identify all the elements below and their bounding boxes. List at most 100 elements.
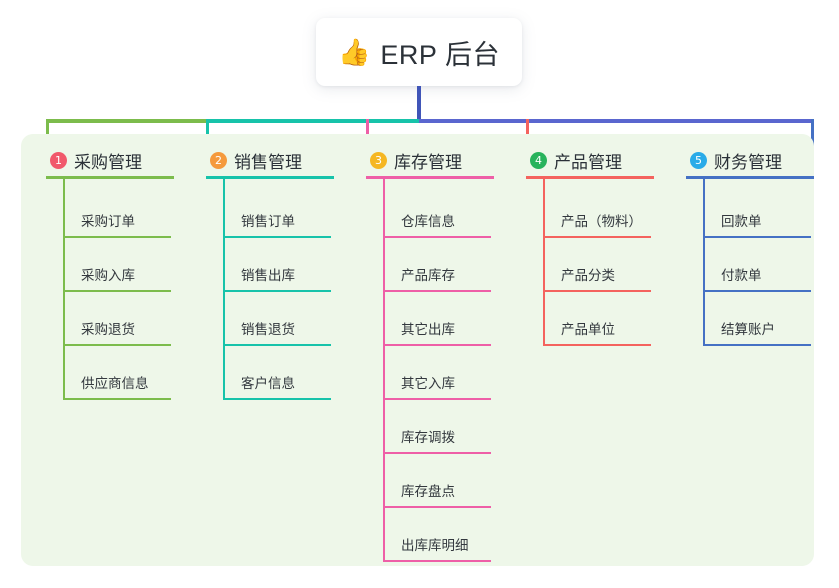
leaf-underline xyxy=(383,236,491,238)
leaf-underline xyxy=(63,398,171,400)
leaf-label: 客户信息 xyxy=(241,376,295,391)
bus-segment-left xyxy=(46,119,206,123)
branch-index-badge: 2 xyxy=(210,151,227,169)
leaf-underline xyxy=(63,236,171,238)
root-node[interactable]: 👍 ERP 后台 xyxy=(316,18,522,86)
leaf-node[interactable]: 销售出库 xyxy=(223,238,331,292)
leaf-node[interactable]: 付款单 xyxy=(703,238,811,292)
leaf-underline xyxy=(63,344,171,346)
leaf-underline xyxy=(383,344,491,346)
branch-underline xyxy=(206,176,334,179)
leaf-node[interactable]: 销售订单 xyxy=(223,184,331,238)
branch-index-badge: 4 xyxy=(530,151,547,169)
leaf-node[interactable]: 产品分类 xyxy=(543,238,651,292)
leaf-underline xyxy=(543,236,651,238)
leaf-label: 其它入库 xyxy=(401,376,455,391)
leaf-label: 产品分类 xyxy=(561,268,615,283)
leaf-underline xyxy=(383,398,491,400)
leaf-node[interactable]: 采购入库 xyxy=(63,238,171,292)
branch-title: 库存管理 xyxy=(394,152,462,172)
branch-underline xyxy=(366,176,494,179)
root-title: ERP 后台 xyxy=(380,39,500,70)
leaf-node[interactable]: 回款单 xyxy=(703,184,811,238)
leaf-label: 产品（物料） xyxy=(561,214,642,229)
leaf-node[interactable]: 结算账户 xyxy=(703,292,811,346)
branch-header[interactable]: 1 采购管理 xyxy=(32,144,188,176)
leaf-node[interactable]: 产品（物料） xyxy=(543,184,651,238)
branch-underline xyxy=(686,176,814,179)
leaf-node[interactable]: 采购订单 xyxy=(63,184,171,238)
leaf-underline xyxy=(223,236,331,238)
leaf-node[interactable]: 产品库存 xyxy=(383,238,491,292)
leaf-label: 库存调拨 xyxy=(401,430,455,445)
branch-column-1: 1 采购管理 采购订单 采购入库 采购退货 供应商信息 xyxy=(32,144,188,400)
branch-column-4: 4 产品管理 产品（物料） 产品分类 产品单位 xyxy=(512,144,668,346)
branch-header[interactable]: 2 销售管理 xyxy=(192,144,348,176)
leaf-label: 产品库存 xyxy=(401,268,455,283)
branch-spine xyxy=(703,177,705,346)
branch-header[interactable]: 3 库存管理 xyxy=(352,144,508,176)
branch-underline xyxy=(46,176,174,179)
leaf-node[interactable]: 客户信息 xyxy=(223,346,331,400)
branch-index-badge: 3 xyxy=(370,151,387,169)
branches-panel xyxy=(21,134,814,566)
branch-column-3: 3 库存管理 仓库信息 产品库存 其它出库 其它入库 xyxy=(352,144,508,562)
leaf-label: 销售出库 xyxy=(241,268,295,283)
branch-column-5: 5 财务管理 回款单 付款单 结算账户 xyxy=(672,144,828,346)
bus-segment-right xyxy=(419,119,814,123)
leaf-node[interactable]: 采购退货 xyxy=(63,292,171,346)
leaf-label: 库存盘点 xyxy=(401,484,455,499)
leaf-underline xyxy=(543,344,651,346)
leaf-underline xyxy=(703,290,811,292)
branch-underline xyxy=(526,176,654,179)
leaf-node[interactable]: 其它出库 xyxy=(383,292,491,346)
leaf-label: 销售退货 xyxy=(241,322,295,337)
leaf-underline xyxy=(383,506,491,508)
leaf-node[interactable]: 库存盘点 xyxy=(383,454,491,508)
leaf-underline xyxy=(703,236,811,238)
leaf-label: 销售订单 xyxy=(241,214,295,229)
leaf-label: 采购订单 xyxy=(81,214,135,229)
leaf-underline xyxy=(703,344,811,346)
leaf-underline xyxy=(223,398,331,400)
leaf-node[interactable]: 其它入库 xyxy=(383,346,491,400)
branch-title: 销售管理 xyxy=(234,152,302,172)
leaf-underline xyxy=(63,290,171,292)
leaf-underline xyxy=(543,290,651,292)
leaf-label: 付款单 xyxy=(721,268,762,283)
leaf-underline xyxy=(223,344,331,346)
leaf-label: 产品单位 xyxy=(561,322,615,337)
branch-spine xyxy=(383,177,385,562)
leaf-node[interactable]: 出库库明细 xyxy=(383,508,491,562)
branch-spine xyxy=(223,177,225,400)
branch-spine xyxy=(543,177,545,346)
leaf-node[interactable]: 销售退货 xyxy=(223,292,331,346)
leaf-node[interactable]: 库存调拨 xyxy=(383,400,491,454)
leaf-label: 仓库信息 xyxy=(401,214,455,229)
branch-spine xyxy=(63,177,65,400)
leaf-node[interactable]: 供应商信息 xyxy=(63,346,171,400)
leaf-label: 供应商信息 xyxy=(81,376,149,391)
leaf-label: 出库库明细 xyxy=(401,538,469,553)
leaf-underline xyxy=(383,560,491,562)
branch-column-2: 2 销售管理 销售订单 销售出库 销售退货 客户信息 xyxy=(192,144,348,400)
branch-index-badge: 5 xyxy=(690,151,707,169)
bus-segment-mid xyxy=(206,119,419,123)
branch-title: 采购管理 xyxy=(74,152,142,172)
leaf-label: 其它出库 xyxy=(401,322,455,337)
branch-drop-5 xyxy=(811,119,814,152)
branch-index-badge: 1 xyxy=(50,151,67,169)
branch-header[interactable]: 4 产品管理 xyxy=(512,144,668,176)
trunk-vertical xyxy=(417,86,421,123)
leaf-label: 采购入库 xyxy=(81,268,135,283)
leaf-underline xyxy=(383,290,491,292)
branch-title: 财务管理 xyxy=(714,152,782,172)
leaf-label: 采购退货 xyxy=(81,322,135,337)
thumbs-up-icon: 👍 xyxy=(338,37,371,67)
branch-header[interactable]: 5 财务管理 xyxy=(672,144,828,176)
leaf-node[interactable]: 产品单位 xyxy=(543,292,651,346)
leaf-node[interactable]: 仓库信息 xyxy=(383,184,491,238)
leaf-label: 回款单 xyxy=(721,214,762,229)
leaf-underline xyxy=(223,290,331,292)
